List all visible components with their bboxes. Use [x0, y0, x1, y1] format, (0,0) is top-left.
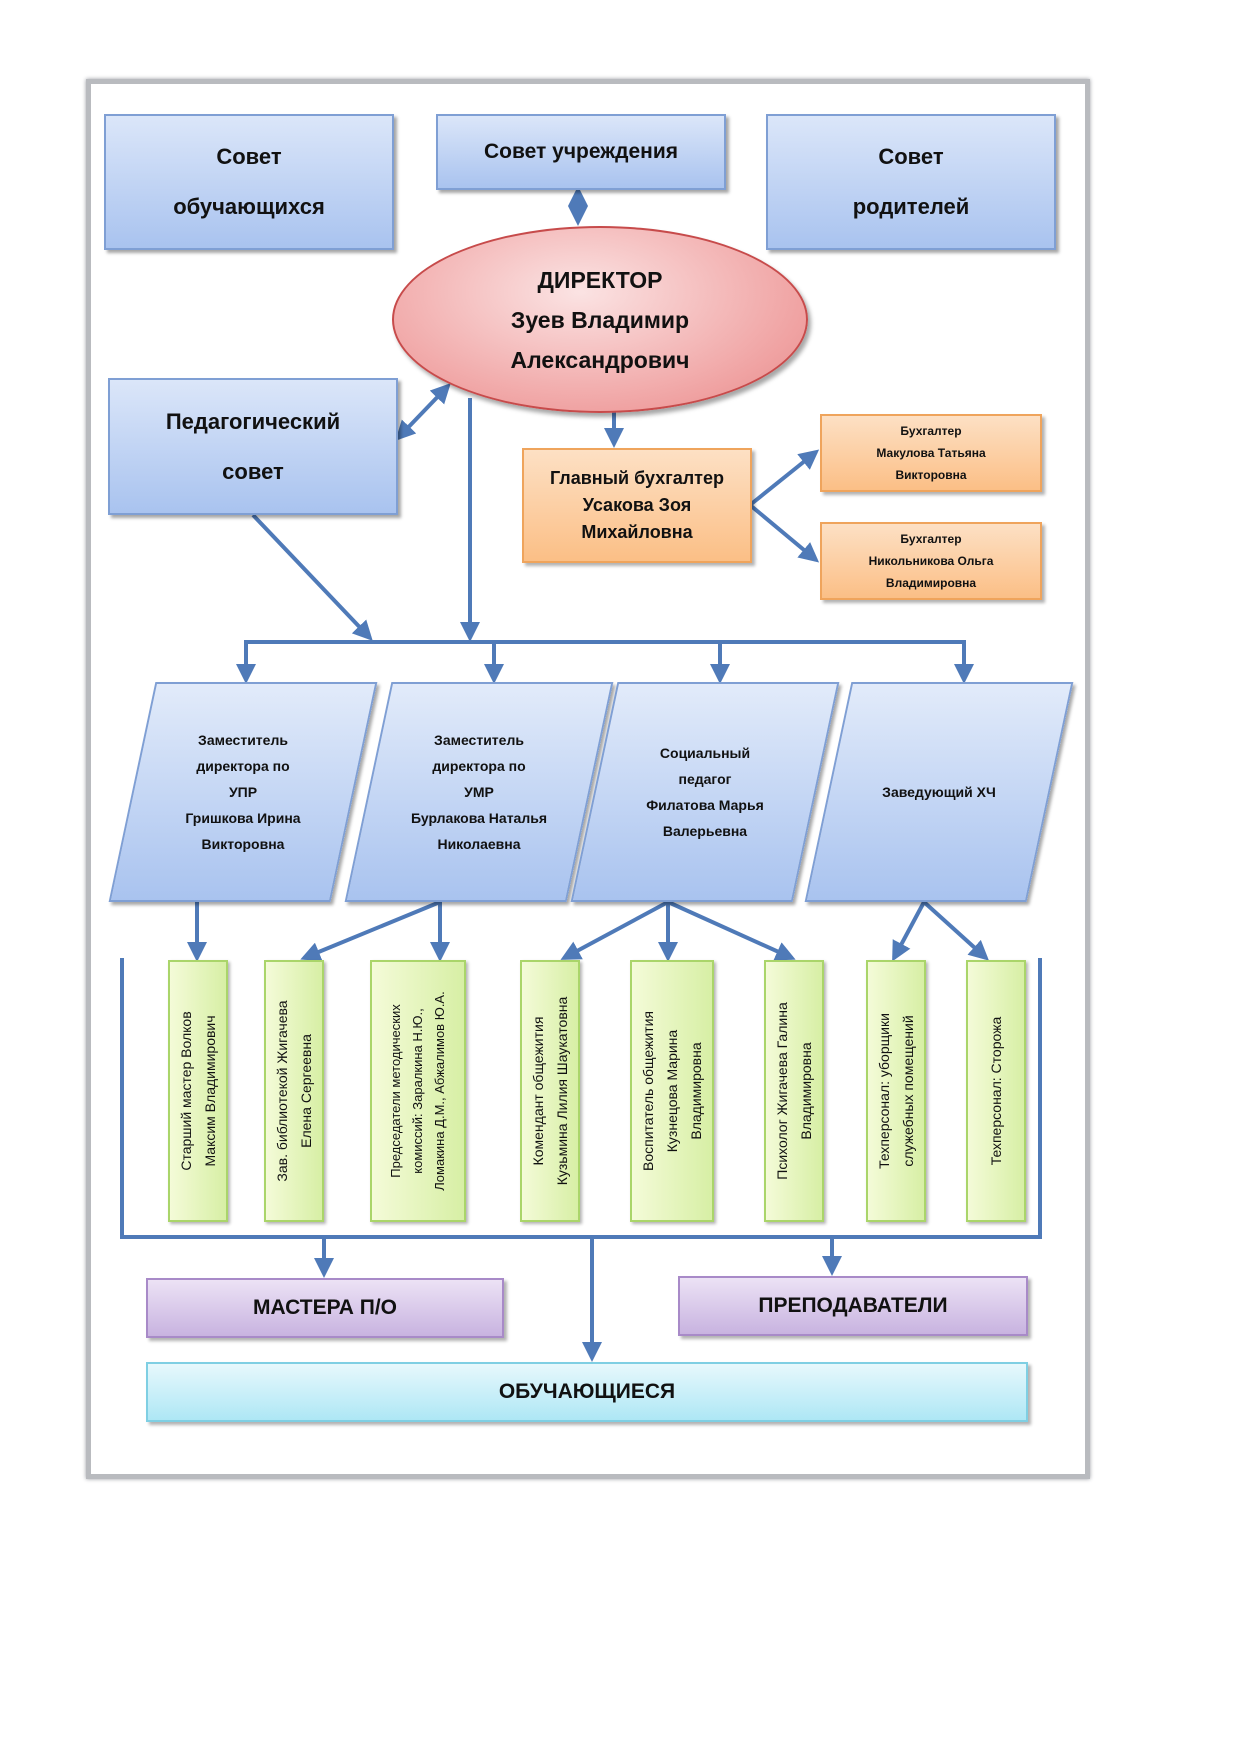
- deputy-upr-line-3: УПР: [228, 784, 258, 800]
- chief-accountant-name: Усакова Зоя: [582, 495, 692, 515]
- teachers-label: ПРЕПОДАВАТЕЛИ: [758, 1294, 948, 1317]
- chief-accountant-box: Главный бухгалтер Усакова Зоя Михайловна: [522, 448, 752, 563]
- staff-senior-master: Старший мастер Волков Максим Владимирови…: [168, 960, 228, 1222]
- social-pedagogue-line-1: Социальный: [659, 745, 751, 761]
- staff-senior-master-line-2: Максим Владимирович: [202, 1015, 218, 1167]
- link-umr-library: [300, 900, 441, 962]
- link-social-commandant: [560, 900, 669, 960]
- accountant-1-patronymic: Викторовна: [895, 468, 967, 482]
- teachers-box: ПРЕПОДАВАТЕЛИ: [678, 1276, 1028, 1336]
- deputy-upr-line-2: директора по: [196, 758, 290, 774]
- students-council-line-2: обучающихся: [173, 194, 325, 219]
- staff-guards: Техперсонал: Сторожа: [966, 960, 1026, 1222]
- parents-council-box: Совет родителей: [766, 114, 1056, 250]
- deputy-upr-box: Заместитель директора по УПР Гришкова Ир…: [108, 682, 378, 902]
- accountant-2-title: Бухгалтер: [900, 532, 962, 546]
- staff-methodical-line-3: Ломакина Д.М., Абжалимов Ю.А.: [432, 991, 447, 1191]
- deputy-umr-line-5: Николаевна: [437, 836, 521, 852]
- staff-educator-line-1: Воспитатель общежития: [640, 1011, 656, 1171]
- staff-bracket: [120, 958, 1042, 1239]
- staff-cleaners-line-2: служебных помещений: [900, 1015, 916, 1167]
- link-hch-cleaners: [892, 901, 926, 962]
- accountant-1-title: Бухгалтер: [900, 424, 962, 438]
- social-pedagogue-box: Социальный педагог Филатова Марья Валерь…: [570, 682, 840, 902]
- students-council-box: Совет обучающихся: [104, 114, 394, 250]
- link-social-psychologist: [667, 900, 796, 961]
- staff-senior-master-line-1: Старший мастер Волков: [178, 1011, 194, 1171]
- accountant-box-1: Бухгалтер Макулова Татьяна Викторовна: [820, 414, 1042, 492]
- pedagogical-council-line-1: Педагогический: [165, 408, 341, 434]
- parents-council-line-2: родителей: [852, 194, 970, 219]
- staff-cleaners: Техперсонал: уборщики служебных помещени…: [866, 960, 926, 1222]
- staff-library-line-2: Елена Сергеевна: [298, 1034, 314, 1148]
- students-council-line-1: Совет: [216, 144, 282, 169]
- staff-methodical: Председатели методических комиссий: Зара…: [370, 960, 466, 1222]
- chief-accountant-title: Главный бухгалтер: [549, 468, 724, 488]
- staff-cleaners-line-1: Техперсонал: уборщики: [876, 1013, 892, 1169]
- deputy-umr-line-2: директора по: [432, 758, 526, 774]
- staff-commandant-line-2: Кузьмина Лилия Шаукатовна: [554, 996, 570, 1186]
- pedagogical-council-box: Педагогический совет: [108, 378, 398, 515]
- chief-accountant-patronymic: Михайловна: [581, 522, 693, 542]
- link-hch-guards: [922, 900, 989, 961]
- parents-council-line-1: Совет: [878, 144, 944, 169]
- institution-council-label: Совет учреждения: [484, 140, 678, 163]
- deputy-umr-box: Заместитель директора по УМР Бурлакова Н…: [344, 682, 614, 902]
- staff-commandant: Комендант общежития Кузьмина Лилия Шаука…: [520, 960, 580, 1222]
- head-hch-box: Заведующий ХЧ: [804, 682, 1074, 902]
- staff-methodical-line-2: комиссий: Заралкина Н.Ю.,: [410, 1008, 425, 1174]
- deputy-upr-line-4: Гришкова Ирина: [185, 810, 301, 826]
- staff-library-line-1: Зав. библиотекой Жигачева: [274, 1000, 290, 1182]
- staff-educator-line-3: Владимировна: [688, 1042, 704, 1140]
- staff-commandant-line-1: Комендант общежития: [530, 1016, 546, 1166]
- staff-educator: Воспитатель общежития Кузнецова Марина В…: [630, 960, 714, 1222]
- staff-educator-line-2: Кузнецова Марина: [664, 1029, 680, 1153]
- pedagogical-council-line-2: совет: [222, 458, 284, 484]
- masters-box: МАСТЕРА П/О: [146, 1278, 504, 1338]
- social-pedagogue-line-2: педагог: [678, 771, 732, 787]
- head-hch-label: Заведующий ХЧ: [882, 784, 996, 800]
- deputy-umr-line-3: УМР: [464, 784, 494, 800]
- director-name: Зуев Владимир: [510, 306, 690, 333]
- accountant-2-patronymic: Владимировна: [885, 576, 977, 590]
- institution-council-box: Совет учреждения: [436, 114, 726, 190]
- accountant-2-name: Никольникова Ольга: [868, 554, 994, 568]
- director-patronymic: Александрович: [510, 346, 690, 373]
- staff-psychologist-line-1: Психолог Жигачева Галина: [774, 1002, 790, 1180]
- director-title: ДИРЕКТОР: [537, 266, 663, 293]
- staff-methodical-line-1: Председатели методических: [388, 1004, 403, 1178]
- link-pedcouncil-director: [395, 383, 451, 441]
- social-pedagogue-line-3: Филатова Марья: [646, 797, 764, 813]
- link-chief-accountant-1: [748, 449, 820, 507]
- staff-library: Зав. библиотекой Жигачева Елена Сергеевн…: [264, 960, 324, 1222]
- deputy-upr-line-5: Викторовна: [201, 836, 285, 852]
- deputy-upr-line-1: Заместитель: [198, 732, 288, 748]
- accountant-1-name: Макулова Татьяна: [876, 446, 986, 460]
- deputy-umr-line-4: Бурлакова Наталья: [410, 810, 548, 826]
- staff-psychologist: Психолог Жигачева Галина Владимировна: [764, 960, 824, 1222]
- masters-label: МАСТЕРА П/О: [252, 1296, 398, 1319]
- students-box: ОБУЧАЮЩИЕСЯ: [146, 1362, 1028, 1422]
- staff-guards-line-1: Техперсонал: Сторожа: [988, 1016, 1004, 1166]
- students-label: ОБУЧАЮЩИЕСЯ: [498, 1380, 676, 1403]
- link-pedcouncil-down: [251, 513, 373, 641]
- social-pedagogue-line-4: Валерьевна: [662, 823, 748, 839]
- accountant-box-2: Бухгалтер Никольникова Ольга Владимировн…: [820, 522, 1042, 600]
- link-chief-accountant-2: [748, 503, 820, 563]
- deputy-umr-line-1: Заместитель: [434, 732, 524, 748]
- staff-psychologist-line-2: Владимировна: [798, 1042, 814, 1140]
- director-ellipse: ДИРЕКТОР Зуев Владимир Александрович: [392, 226, 808, 413]
